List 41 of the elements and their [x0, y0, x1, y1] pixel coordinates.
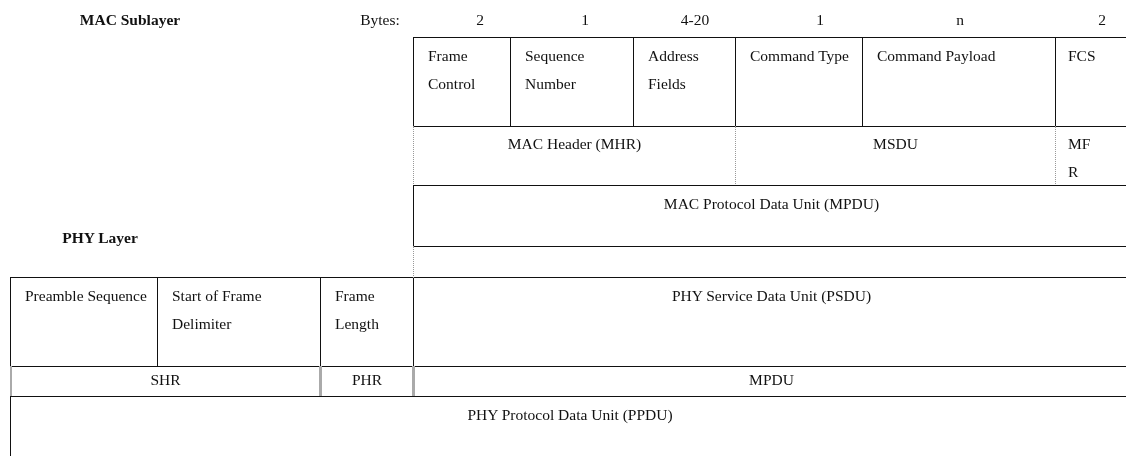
field-cell — [735, 37, 863, 127]
field-name: Command Type — [750, 47, 849, 64]
field-name: PHY Protocol Data Unit (PPDU) — [467, 405, 673, 425]
field-cell — [413, 37, 511, 127]
field-cell — [10, 396, 1126, 456]
field-name: Address Fields — [648, 47, 699, 92]
field-name: MFR — [1068, 135, 1091, 180]
field-name: FCS — [1068, 47, 1096, 64]
field-name: SHR — [150, 370, 181, 390]
header-cell — [320, 366, 414, 397]
layer-heading: PHY Layer — [62, 228, 138, 248]
field-name: MAC Protocol Data Unit (MPDU) — [663, 194, 880, 214]
byte-count: 4-20 — [680, 10, 710, 30]
bytes-label: Bytes: — [360, 10, 400, 30]
field-cell — [1055, 37, 1126, 127]
field-name: Frame Control — [428, 47, 476, 92]
field-name: Sequence Number — [525, 47, 585, 92]
header-cell — [10, 366, 321, 397]
byte-count: 1 — [816, 10, 824, 30]
field-name: PHR — [351, 370, 383, 390]
field-name: PHY Service Data Unit (PSDU) — [671, 286, 872, 306]
byte-count: 2 — [476, 10, 484, 30]
field-name: Preamble Sequence — [25, 287, 147, 304]
field-name: MAC Header (MHR) — [507, 134, 642, 154]
field-cell — [413, 277, 1126, 367]
field-name: MPDU — [749, 370, 794, 390]
field-cell — [510, 37, 634, 127]
byte-count: n — [956, 10, 964, 30]
field-cell — [320, 277, 414, 367]
field-name: Frame Length — [335, 287, 379, 332]
field-cell — [413, 185, 1126, 247]
layer-heading: MAC Sublayer — [79, 10, 181, 30]
byte-count: 2 — [1098, 10, 1106, 30]
field-cell — [633, 37, 736, 127]
field-cell — [862, 37, 1056, 127]
field-cell — [157, 277, 321, 367]
field-name: Start of Frame Delimiter — [172, 287, 262, 332]
field-cell — [10, 277, 158, 367]
byte-count: 1 — [581, 10, 589, 30]
field-name: Command Payload — [877, 47, 996, 64]
field-name: MSDU — [873, 134, 918, 154]
